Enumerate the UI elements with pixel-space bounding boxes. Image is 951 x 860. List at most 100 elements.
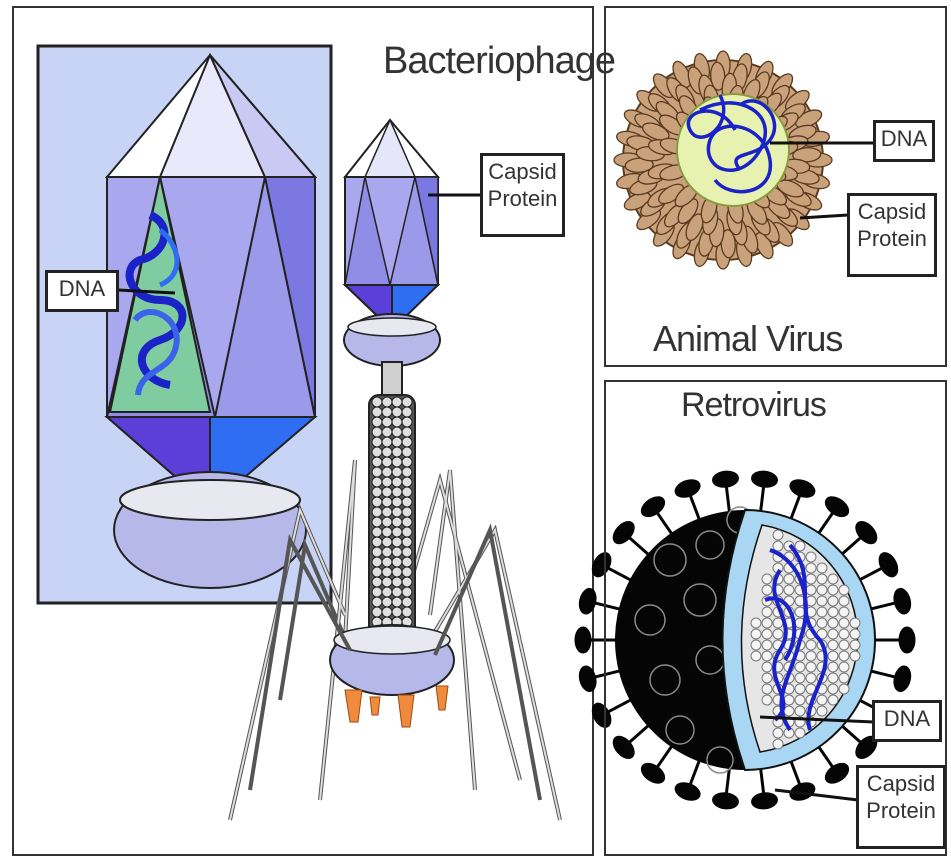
capsid-label-line2: Protein bbox=[854, 225, 930, 252]
tail-bead bbox=[382, 517, 392, 527]
tail-bead bbox=[402, 537, 412, 547]
tail-bead bbox=[392, 457, 402, 467]
tail-bead bbox=[382, 477, 392, 487]
tail-bead bbox=[382, 567, 392, 577]
tail-bead bbox=[382, 457, 392, 467]
tail-bead bbox=[402, 557, 412, 567]
tail-bead bbox=[392, 487, 402, 497]
tail-bead bbox=[402, 547, 412, 557]
tail-bead bbox=[402, 467, 412, 477]
capsid-label-line2: Protein bbox=[487, 185, 558, 212]
tail-bead bbox=[392, 577, 402, 587]
tail-bead bbox=[392, 557, 402, 567]
tail-bead bbox=[382, 597, 392, 607]
tail-bead bbox=[372, 547, 382, 557]
tail-bead bbox=[382, 557, 392, 567]
tail-bead bbox=[372, 597, 382, 607]
tail-bead bbox=[372, 497, 382, 507]
tail-bead bbox=[402, 517, 412, 527]
bacteriophage-dna-label: DNA bbox=[45, 270, 119, 312]
tail-bead bbox=[402, 577, 412, 587]
tail-bead bbox=[392, 407, 402, 417]
tail-bead bbox=[382, 407, 392, 417]
retrovirus-dna-label: DNA bbox=[872, 700, 942, 742]
tail-bead bbox=[372, 407, 382, 417]
tail-bead bbox=[402, 487, 412, 497]
tail-bead bbox=[372, 437, 382, 447]
animal-virus-dna-label: DNA bbox=[873, 120, 935, 162]
tail-bead bbox=[392, 417, 402, 427]
tail-bead bbox=[402, 587, 412, 597]
tail-bead bbox=[372, 527, 382, 537]
tail-bead bbox=[372, 517, 382, 527]
tail-bead bbox=[372, 487, 382, 497]
tail-bead bbox=[382, 497, 392, 507]
tail-bead bbox=[372, 537, 382, 547]
capsid-label-line1: Capsid bbox=[863, 770, 939, 797]
tail-bead bbox=[372, 427, 382, 437]
spike-knob bbox=[577, 587, 599, 616]
phage-head-enlarged bbox=[38, 46, 331, 603]
tail-bead bbox=[392, 517, 402, 527]
tail-bead bbox=[402, 437, 412, 447]
tail-bead bbox=[372, 507, 382, 517]
tail-bead bbox=[382, 607, 392, 617]
tail-bead bbox=[392, 477, 402, 487]
tail-bead bbox=[382, 547, 392, 557]
bacteriophage-capsid-label: Capsid Protein bbox=[480, 153, 565, 237]
tail-bead bbox=[402, 527, 412, 537]
tail-bead bbox=[392, 527, 402, 537]
tail-bead bbox=[372, 587, 382, 597]
tail-bead bbox=[372, 557, 382, 567]
tail-bead bbox=[382, 417, 392, 427]
bacteriophage-title: Bacteriophage bbox=[383, 40, 615, 83]
tail-bead bbox=[402, 607, 412, 617]
tail-bead bbox=[372, 577, 382, 587]
tail-bead bbox=[372, 447, 382, 457]
tail-bead bbox=[372, 567, 382, 577]
tail-bead bbox=[382, 537, 392, 547]
tail-bead bbox=[382, 467, 392, 477]
tail-bead bbox=[372, 607, 382, 617]
tail-bead bbox=[392, 427, 402, 437]
tail-bead bbox=[382, 577, 392, 587]
capsid-label-line1: Capsid bbox=[854, 198, 930, 225]
tail-bead bbox=[372, 417, 382, 427]
tail-bead bbox=[372, 467, 382, 477]
tail-bead bbox=[402, 427, 412, 437]
animal-virus-capsid-label: Capsid Protein bbox=[847, 193, 937, 277]
capsid-label-line2: Protein bbox=[863, 797, 939, 824]
tail-bead bbox=[392, 507, 402, 517]
tail-bead bbox=[392, 437, 402, 447]
tail-bead bbox=[372, 397, 382, 407]
tail-bead bbox=[392, 497, 402, 507]
tail-bead bbox=[402, 397, 412, 407]
tail-bead bbox=[382, 437, 392, 447]
tail-bead bbox=[382, 487, 392, 497]
animal-virus-panel bbox=[604, 6, 947, 367]
tail-bead bbox=[382, 447, 392, 457]
tail-bead bbox=[402, 407, 412, 417]
tail-bead bbox=[392, 547, 402, 557]
tail-bead bbox=[382, 427, 392, 437]
tail-bead bbox=[382, 527, 392, 537]
capsid-label-line1: Capsid bbox=[487, 158, 558, 185]
tail-bead bbox=[402, 497, 412, 507]
tail-bead bbox=[402, 447, 412, 457]
tail-bead bbox=[402, 567, 412, 577]
tail-bead bbox=[392, 537, 402, 547]
tail-bead bbox=[402, 597, 412, 607]
retrovirus-title: Retrovirus bbox=[681, 386, 826, 425]
tail-bead bbox=[402, 507, 412, 517]
tail-bead bbox=[392, 597, 402, 607]
tail-bead bbox=[372, 457, 382, 467]
tail-bead bbox=[372, 477, 382, 487]
tail-bead bbox=[392, 607, 402, 617]
tail-bead bbox=[382, 507, 392, 517]
spike-knob bbox=[577, 664, 599, 693]
tail-bead bbox=[392, 467, 402, 477]
tail-bead bbox=[392, 397, 402, 407]
tail-bead bbox=[382, 397, 392, 407]
tail-bead bbox=[402, 417, 412, 427]
tail-bead bbox=[392, 587, 402, 597]
